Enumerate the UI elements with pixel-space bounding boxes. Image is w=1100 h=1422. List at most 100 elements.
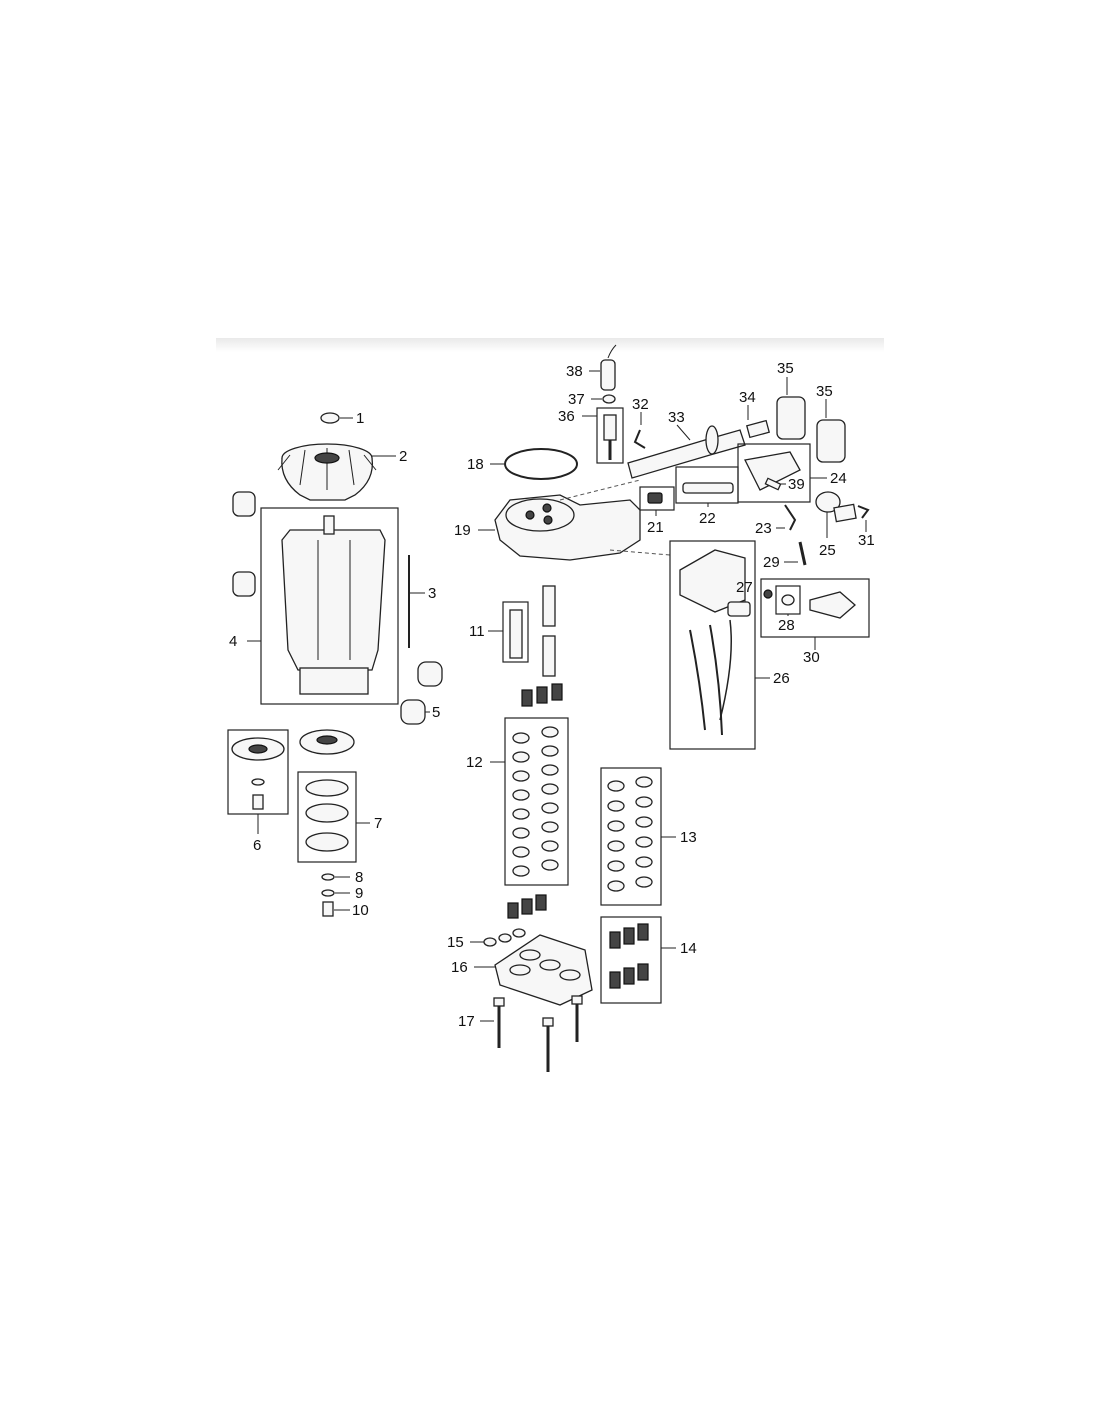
part-18-o-ring bbox=[490, 448, 578, 480]
label-33: 33 bbox=[668, 409, 685, 426]
seal-ring-12 bbox=[512, 770, 530, 782]
part-30-unloader-box bbox=[760, 578, 870, 650]
label-32: 32 bbox=[632, 396, 649, 413]
part-4-motor-box bbox=[247, 507, 399, 705]
part-15-plugs bbox=[470, 928, 526, 947]
part-3-tie-rod bbox=[408, 555, 425, 648]
seal-ring-12 bbox=[512, 732, 530, 744]
part-21-nut bbox=[639, 486, 675, 516]
label-29: 29 bbox=[763, 554, 780, 571]
label-25: 25 bbox=[819, 542, 836, 559]
seal-ring-12 bbox=[512, 751, 530, 763]
label-4: 4 bbox=[229, 633, 237, 650]
part-23-spring bbox=[776, 504, 797, 531]
part-7-end-shield bbox=[297, 729, 370, 863]
seal-ring-12 bbox=[512, 808, 530, 820]
label-5: 5 bbox=[432, 704, 440, 721]
part-10-screw bbox=[322, 901, 350, 917]
seal-ring-13 bbox=[607, 860, 625, 872]
label-36: 36 bbox=[558, 408, 575, 425]
seal-ring-13 bbox=[635, 836, 653, 848]
seal-ring-13 bbox=[607, 880, 625, 892]
part-39-pin bbox=[764, 477, 786, 491]
label-17: 17 bbox=[458, 1013, 475, 1030]
part-29-rod bbox=[784, 541, 807, 566]
part-9-washer bbox=[321, 889, 350, 897]
seal-ring-12 bbox=[541, 821, 559, 833]
part-12-seal-kit bbox=[490, 683, 569, 886]
label-2: 2 bbox=[399, 448, 407, 465]
part-valves-loose bbox=[507, 894, 547, 919]
seal-ring-13 bbox=[607, 820, 625, 832]
seal-ring-13 bbox=[607, 840, 625, 852]
part-17-bolts bbox=[480, 995, 583, 1072]
seal-ring-13 bbox=[635, 796, 653, 808]
label-24: 24 bbox=[830, 470, 847, 487]
seal-ring-12 bbox=[541, 783, 559, 795]
part-25-handle bbox=[815, 491, 857, 538]
part-26-electrical-box bbox=[669, 540, 770, 750]
label-26: 26 bbox=[773, 670, 790, 687]
label-9: 9 bbox=[355, 885, 363, 902]
part-4-motor-mounts bbox=[232, 491, 256, 597]
part-11-pistons bbox=[488, 585, 556, 677]
label-31: 31 bbox=[858, 532, 875, 549]
part-37-cap bbox=[591, 394, 616, 404]
label-14: 14 bbox=[680, 940, 697, 957]
part-32-clip bbox=[633, 412, 646, 449]
seal-ring-13 bbox=[607, 800, 625, 812]
label-21: 21 bbox=[647, 519, 664, 536]
part-35-weights bbox=[776, 377, 846, 463]
seal-ring-12 bbox=[512, 865, 530, 877]
part-27-switch bbox=[727, 594, 751, 617]
label-3: 3 bbox=[428, 585, 436, 602]
part-33-piston-shaft bbox=[627, 424, 746, 479]
seal-ring-12 bbox=[541, 802, 559, 814]
label-10: 10 bbox=[352, 902, 369, 919]
label-15: 15 bbox=[447, 934, 464, 951]
seal-ring-12 bbox=[541, 859, 559, 871]
part-8-washer bbox=[321, 873, 350, 881]
label-34: 34 bbox=[739, 389, 756, 406]
seal-ring-12 bbox=[541, 764, 559, 776]
seal-ring-13 bbox=[635, 876, 653, 888]
label-12: 12 bbox=[466, 754, 483, 771]
part-13-seal-kit bbox=[600, 767, 676, 906]
label-1: 1 bbox=[356, 410, 364, 427]
seal-ring-12 bbox=[512, 846, 530, 858]
seal-ring-13 bbox=[607, 780, 625, 792]
seal-ring-13 bbox=[635, 856, 653, 868]
seal-ring-12 bbox=[541, 745, 559, 757]
label-35b: 35 bbox=[816, 383, 833, 400]
seal-ring-12 bbox=[541, 840, 559, 852]
part-24-coupling bbox=[737, 443, 827, 503]
label-38: 38 bbox=[566, 363, 583, 380]
part-14-valve-kit bbox=[600, 916, 676, 1004]
part-6-bearing-flange bbox=[227, 729, 289, 834]
part-36-valve bbox=[582, 407, 624, 464]
label-39: 39 bbox=[788, 476, 805, 493]
label-23: 23 bbox=[755, 520, 772, 537]
callout-labels: 1 2 3 4 5 6 7 8 9 10 11 12 13 14 15 16 1… bbox=[229, 360, 875, 1030]
label-8: 8 bbox=[355, 869, 363, 886]
seal-ring-12 bbox=[541, 726, 559, 738]
part-19-pump-head bbox=[478, 479, 671, 561]
header-band bbox=[216, 338, 884, 352]
label-19: 19 bbox=[454, 522, 471, 539]
part-38-spring-cap bbox=[589, 344, 617, 391]
label-28: 28 bbox=[778, 617, 795, 634]
part-16-manifold bbox=[474, 934, 593, 1006]
label-22: 22 bbox=[699, 510, 716, 527]
label-13: 13 bbox=[680, 829, 697, 846]
part-31-clip bbox=[857, 505, 870, 532]
part-34-screw bbox=[745, 405, 771, 439]
label-30: 30 bbox=[803, 649, 820, 666]
part-1-snap-ring bbox=[320, 412, 353, 424]
part-2-fan bbox=[277, 443, 396, 501]
seal-ring-12 bbox=[512, 827, 530, 839]
seal-ring-12 bbox=[512, 789, 530, 801]
label-27: 27 bbox=[736, 579, 753, 596]
part-5-rubber-feet bbox=[400, 661, 443, 725]
seal-ring-13 bbox=[635, 776, 653, 788]
